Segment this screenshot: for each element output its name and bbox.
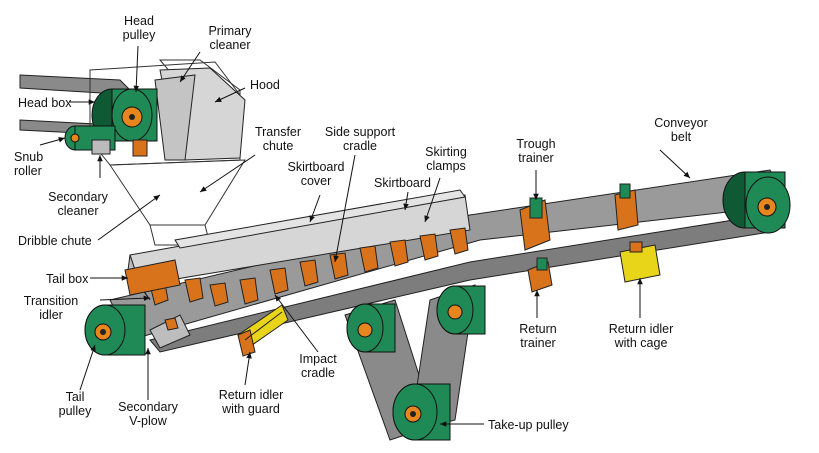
- hood: [154, 67, 246, 161]
- leader-lines: [39, 45, 691, 427]
- troughing-idler: [614, 183, 639, 231]
- label-hood: Hood: [250, 78, 280, 92]
- label-return-idler-with-cage: Return idler with cage: [608, 322, 674, 350]
- label-conveyor-belt: Conveyor belt: [654, 116, 708, 144]
- label-transfer-chute: Transfer chute: [254, 125, 302, 153]
- label-dribble-chute: Dribble chute: [18, 234, 92, 248]
- return-trainer: [527, 257, 553, 293]
- label-return-idler-with-guard: Return idler with guard: [218, 388, 284, 416]
- label-impact-cradle: Impact cradle: [299, 352, 337, 380]
- label-head-pulley: Head pulley: [122, 14, 156, 42]
- label-return-trainer: Return trainer: [519, 322, 557, 350]
- tail-box: [124, 259, 181, 296]
- label-secondary-vplow: Secondary V-plow: [118, 400, 178, 428]
- takeup-pulleys: [346, 285, 486, 441]
- right-pulley: [722, 171, 791, 234]
- return-idler-with-guard: [237, 304, 289, 357]
- return-idler-with-cage: [619, 241, 661, 283]
- label-skirtboard: Skirtboard: [374, 176, 431, 190]
- label-transition-idler: Transition idler: [23, 294, 79, 322]
- label-snub-roller: Snub roller: [14, 150, 44, 178]
- label-head-box: Head box: [18, 96, 72, 110]
- label-trough-trainer: Trough trainer: [516, 137, 556, 165]
- label-skirtboard-cover: Skirtboard cover: [287, 160, 345, 188]
- trough-trainer: [519, 197, 551, 251]
- label-primary-cleaner: Primary cleaner: [208, 24, 252, 52]
- head-pulley: [91, 88, 158, 142]
- label-secondary-cleaner: Secondary cleaner: [48, 190, 108, 218]
- label-side-support-cradle: Side support cradle: [324, 125, 396, 153]
- tail-pulley: [84, 304, 146, 356]
- label-tail-box: Tail box: [46, 272, 89, 286]
- secondary-vplow: [149, 314, 191, 349]
- label-skirting-clamps: Skirting clamps: [425, 145, 467, 173]
- label-takeup-pulley: Take-up pulley: [488, 418, 569, 432]
- secondary-cleaner: [91, 139, 148, 157]
- label-tail-pulley: Tail pulley: [58, 390, 92, 418]
